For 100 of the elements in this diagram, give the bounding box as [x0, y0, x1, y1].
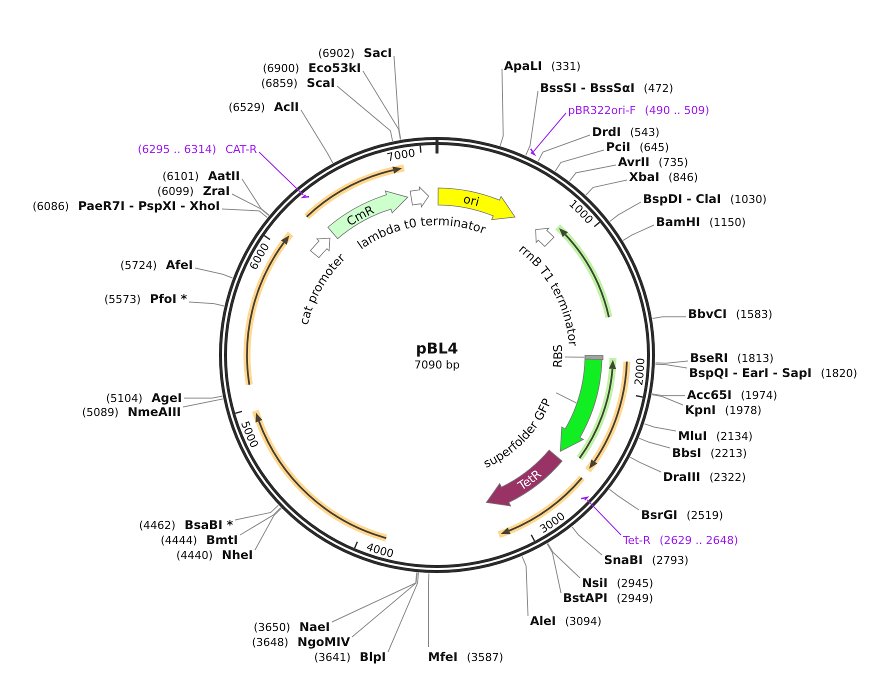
leader-line: [532, 112, 566, 152]
scale-number: 4000: [364, 540, 395, 560]
site-position: (846): [668, 171, 698, 184]
site-position: (3648): [252, 636, 288, 649]
enzyme-name: XbaI: [629, 170, 660, 184]
enzyme-name: BstAPI: [563, 591, 608, 605]
site-position: (472): [644, 82, 674, 95]
enzyme-name: NmeAIII: [128, 405, 181, 419]
primer-mark: [530, 148, 535, 156]
site-position: (1813): [737, 352, 774, 365]
site-position: (6099): [157, 185, 194, 198]
leader-line: [572, 526, 602, 556]
site-position: (3094): [565, 615, 602, 628]
primer-name: pBR322ori-F: [568, 104, 636, 117]
leader-line: [428, 572, 430, 648]
feature-label: ori: [462, 192, 481, 210]
enzyme-name: AleI: [530, 614, 556, 628]
leader-line: [622, 224, 654, 241]
site-position: (645): [640, 141, 670, 154]
leader-line: [194, 268, 234, 278]
enzyme-name: PaeR7I - PspXI - XhoI: [78, 199, 220, 213]
leader-line: [500, 68, 504, 146]
enzyme-name: KpnI: [685, 403, 716, 417]
leader-line: [568, 164, 616, 182]
site-position: (1583): [736, 308, 772, 321]
enzyme-name: BspQI - EarI - SapI: [689, 366, 812, 380]
leader-line: [258, 152, 304, 196]
site-position: (543): [630, 126, 660, 139]
feature-label: TetR: [516, 466, 544, 494]
primer-name: Tet-R: [623, 534, 651, 547]
enzyme-name: BlpI: [360, 650, 386, 664]
enzyme-name: AvrII: [618, 155, 650, 169]
leader-line: [240, 507, 282, 536]
leader-line: [184, 396, 223, 399]
enzyme-name: BssSI - BssSαI: [540, 81, 635, 95]
enzyme-name: PciI: [606, 140, 630, 154]
site-position: (1974): [740, 389, 778, 402]
site-position: (4440): [176, 549, 213, 562]
site-position: (4444): [160, 534, 198, 547]
leader-line: [586, 499, 622, 536]
site-position: (2322): [709, 471, 746, 484]
enzyme-name: NaeI: [299, 620, 330, 634]
site-position: (6101): [162, 170, 199, 183]
enzyme-name: SacI: [364, 46, 392, 60]
enzyme-name: DrdI: [592, 125, 621, 139]
site-position: (3641): [314, 651, 351, 664]
enzyme-name: MfeI: [428, 650, 458, 664]
terminator-symbol: [535, 228, 554, 247]
enzyme-name: Eco53kI: [308, 61, 361, 75]
plasmid-size: 7090 bp: [414, 359, 460, 372]
leader-line: [234, 504, 279, 520]
enzyme-name: ScaI: [306, 76, 335, 90]
leader-line: [651, 394, 684, 406]
leader-line: [654, 364, 688, 368]
leader-line: [362, 70, 401, 140]
leader-line: [564, 356, 585, 358]
leader-line: [556, 392, 577, 404]
enzyme-name: PfoI *: [150, 292, 187, 306]
site-position: (5573): [104, 293, 141, 306]
site-position: (331): [551, 60, 581, 73]
leader-line: [232, 194, 270, 216]
site-position: (5724): [120, 259, 157, 272]
leader-line: [300, 110, 334, 164]
terminator-symbol: [410, 186, 430, 208]
enzyme-name: AatII: [208, 169, 240, 183]
enzyme-name: AfeI: [166, 258, 193, 272]
enzyme-name: NsiI: [582, 576, 608, 590]
scale-number: 7000: [386, 146, 416, 164]
enzyme-name: DraIII: [663, 470, 700, 484]
primer-name: CAT-R: [225, 143, 257, 156]
site-position: (5089): [82, 406, 119, 419]
leader-line: [608, 488, 640, 510]
leader-line: [609, 202, 642, 222]
leader-line: [638, 438, 670, 448]
site-position: (1978): [724, 404, 762, 417]
site-position: (1150): [709, 216, 746, 229]
leader-line: [554, 150, 604, 172]
leader-line: [394, 56, 402, 140]
leader-line: [654, 360, 688, 364]
enzyme-name: SnaBI: [604, 553, 643, 567]
leader-line: [182, 398, 224, 408]
site-position: (4462): [138, 519, 176, 532]
enzyme-name: BmtI: [206, 533, 238, 547]
leader-line: [652, 316, 686, 319]
site-position: (1030): [730, 193, 767, 206]
site-position: (2134): [716, 430, 753, 443]
site-position: (2945): [616, 577, 654, 590]
leader-line: [547, 542, 580, 578]
leader-line: [538, 134, 590, 162]
enzyme-name: ApaLI: [504, 59, 542, 73]
enzyme-name: BbsI: [672, 446, 702, 460]
site-position: (5104): [106, 392, 143, 405]
site-position: (6902): [318, 47, 355, 60]
leader-line: [254, 508, 282, 550]
leader-line: [388, 572, 419, 652]
site-position: (2949): [616, 592, 654, 605]
leader-line: [546, 543, 562, 594]
leader-line: [188, 302, 225, 306]
leader-line: [630, 456, 662, 472]
primer-position: (490 .. 509): [644, 104, 710, 117]
